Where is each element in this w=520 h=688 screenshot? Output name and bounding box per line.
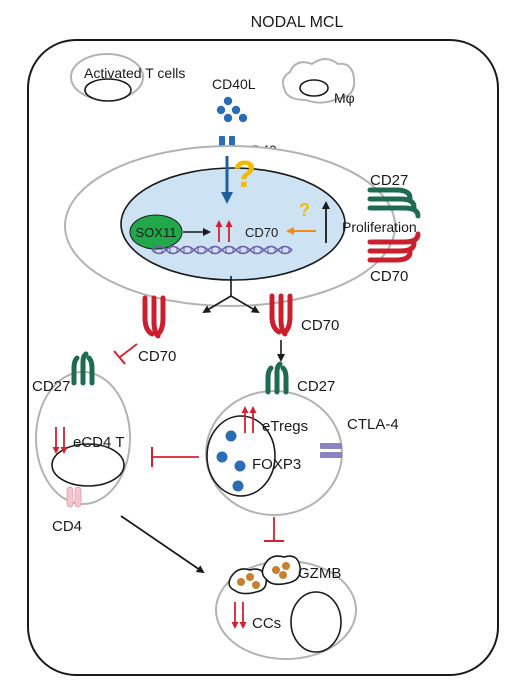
dna-helix-icon [151, 245, 293, 255]
ecd4t-to-ccs-arrow [120, 515, 205, 574]
proliferation-label: Proliferation [342, 219, 417, 235]
cd70-surface-label: CD70 [370, 268, 408, 285]
cytotoxic-cell-nucleus [290, 591, 342, 653]
lymph-node-frame [27, 39, 499, 676]
decrease-arrows-ccs [231, 602, 247, 629]
branch-left-arrow [202, 295, 232, 314]
cd40l-ligands [216, 96, 248, 123]
foxp3-dots [216, 430, 246, 492]
cytotoxic-cell [215, 555, 357, 660]
cd27-left-receptor [71, 351, 95, 386]
gzmb-label: GZMB [298, 565, 341, 582]
cd70-right-label: CD70 [301, 317, 339, 334]
cd70-inhibition-line [119, 343, 138, 358]
cd70-left-trimer [142, 295, 166, 339]
cd4-receptor [66, 486, 82, 508]
cd70-right-trimer [269, 293, 293, 337]
cd4-label: CD4 [52, 518, 82, 535]
cd27-left-label: CD27 [32, 378, 70, 395]
branch-right-arrow [230, 295, 260, 314]
cd70-nucleus-label: CD70 [245, 225, 278, 240]
cd27-surface-label: CD27 [370, 172, 408, 189]
cd70-surface-ligand [367, 231, 421, 263]
activated-t-cell-nucleus [84, 78, 132, 102]
granule-vesicle-right [261, 555, 302, 586]
ccs-label: CCs [252, 615, 281, 632]
decrease-arrows-ecd4t [52, 427, 68, 454]
increase-arrows-treg [241, 406, 257, 433]
gzmb-granules [237, 562, 290, 589]
ecd4t-label: eCD4 T [73, 434, 124, 451]
cd40l-label: CD40L [212, 76, 256, 92]
cd70-inhibition-bar [113, 350, 126, 365]
macrophage-nucleus [299, 79, 329, 97]
macrophage-label: Mφ [334, 90, 355, 106]
foxp3-label: FOXP3 [252, 456, 301, 473]
big-question-mark-icon: ? [233, 154, 256, 196]
ecd4-t-cell-nucleus [51, 443, 125, 487]
activated-t-cell: Activated T cells [70, 53, 185, 102]
cd70-left-label: CD70 [138, 348, 176, 365]
increase-arrows-nucleus [215, 220, 233, 242]
sox11-label: SOX11 [136, 225, 177, 240]
ecd4-t-cell [35, 371, 131, 505]
ctla4-label: CTLA-4 [347, 416, 399, 433]
activated-t-cells-label: Activated T cells [84, 65, 185, 81]
cd27-treg-receptor [265, 361, 289, 395]
granule-vesicle-left [228, 568, 268, 595]
cd27-treg-label: CD27 [297, 378, 335, 395]
small-question-mark-icon: ? [299, 200, 310, 220]
ctla4-receptor [320, 443, 342, 458]
treg-cell [205, 390, 343, 516]
etregs-label: eTregs [262, 418, 308, 435]
sox11-protein [129, 214, 183, 250]
cd27-surface-receptor [367, 187, 421, 219]
macrophage: Mφ [281, 58, 356, 106]
treg-nucleus [206, 415, 276, 497]
title: NODAL MCL [251, 14, 344, 31]
